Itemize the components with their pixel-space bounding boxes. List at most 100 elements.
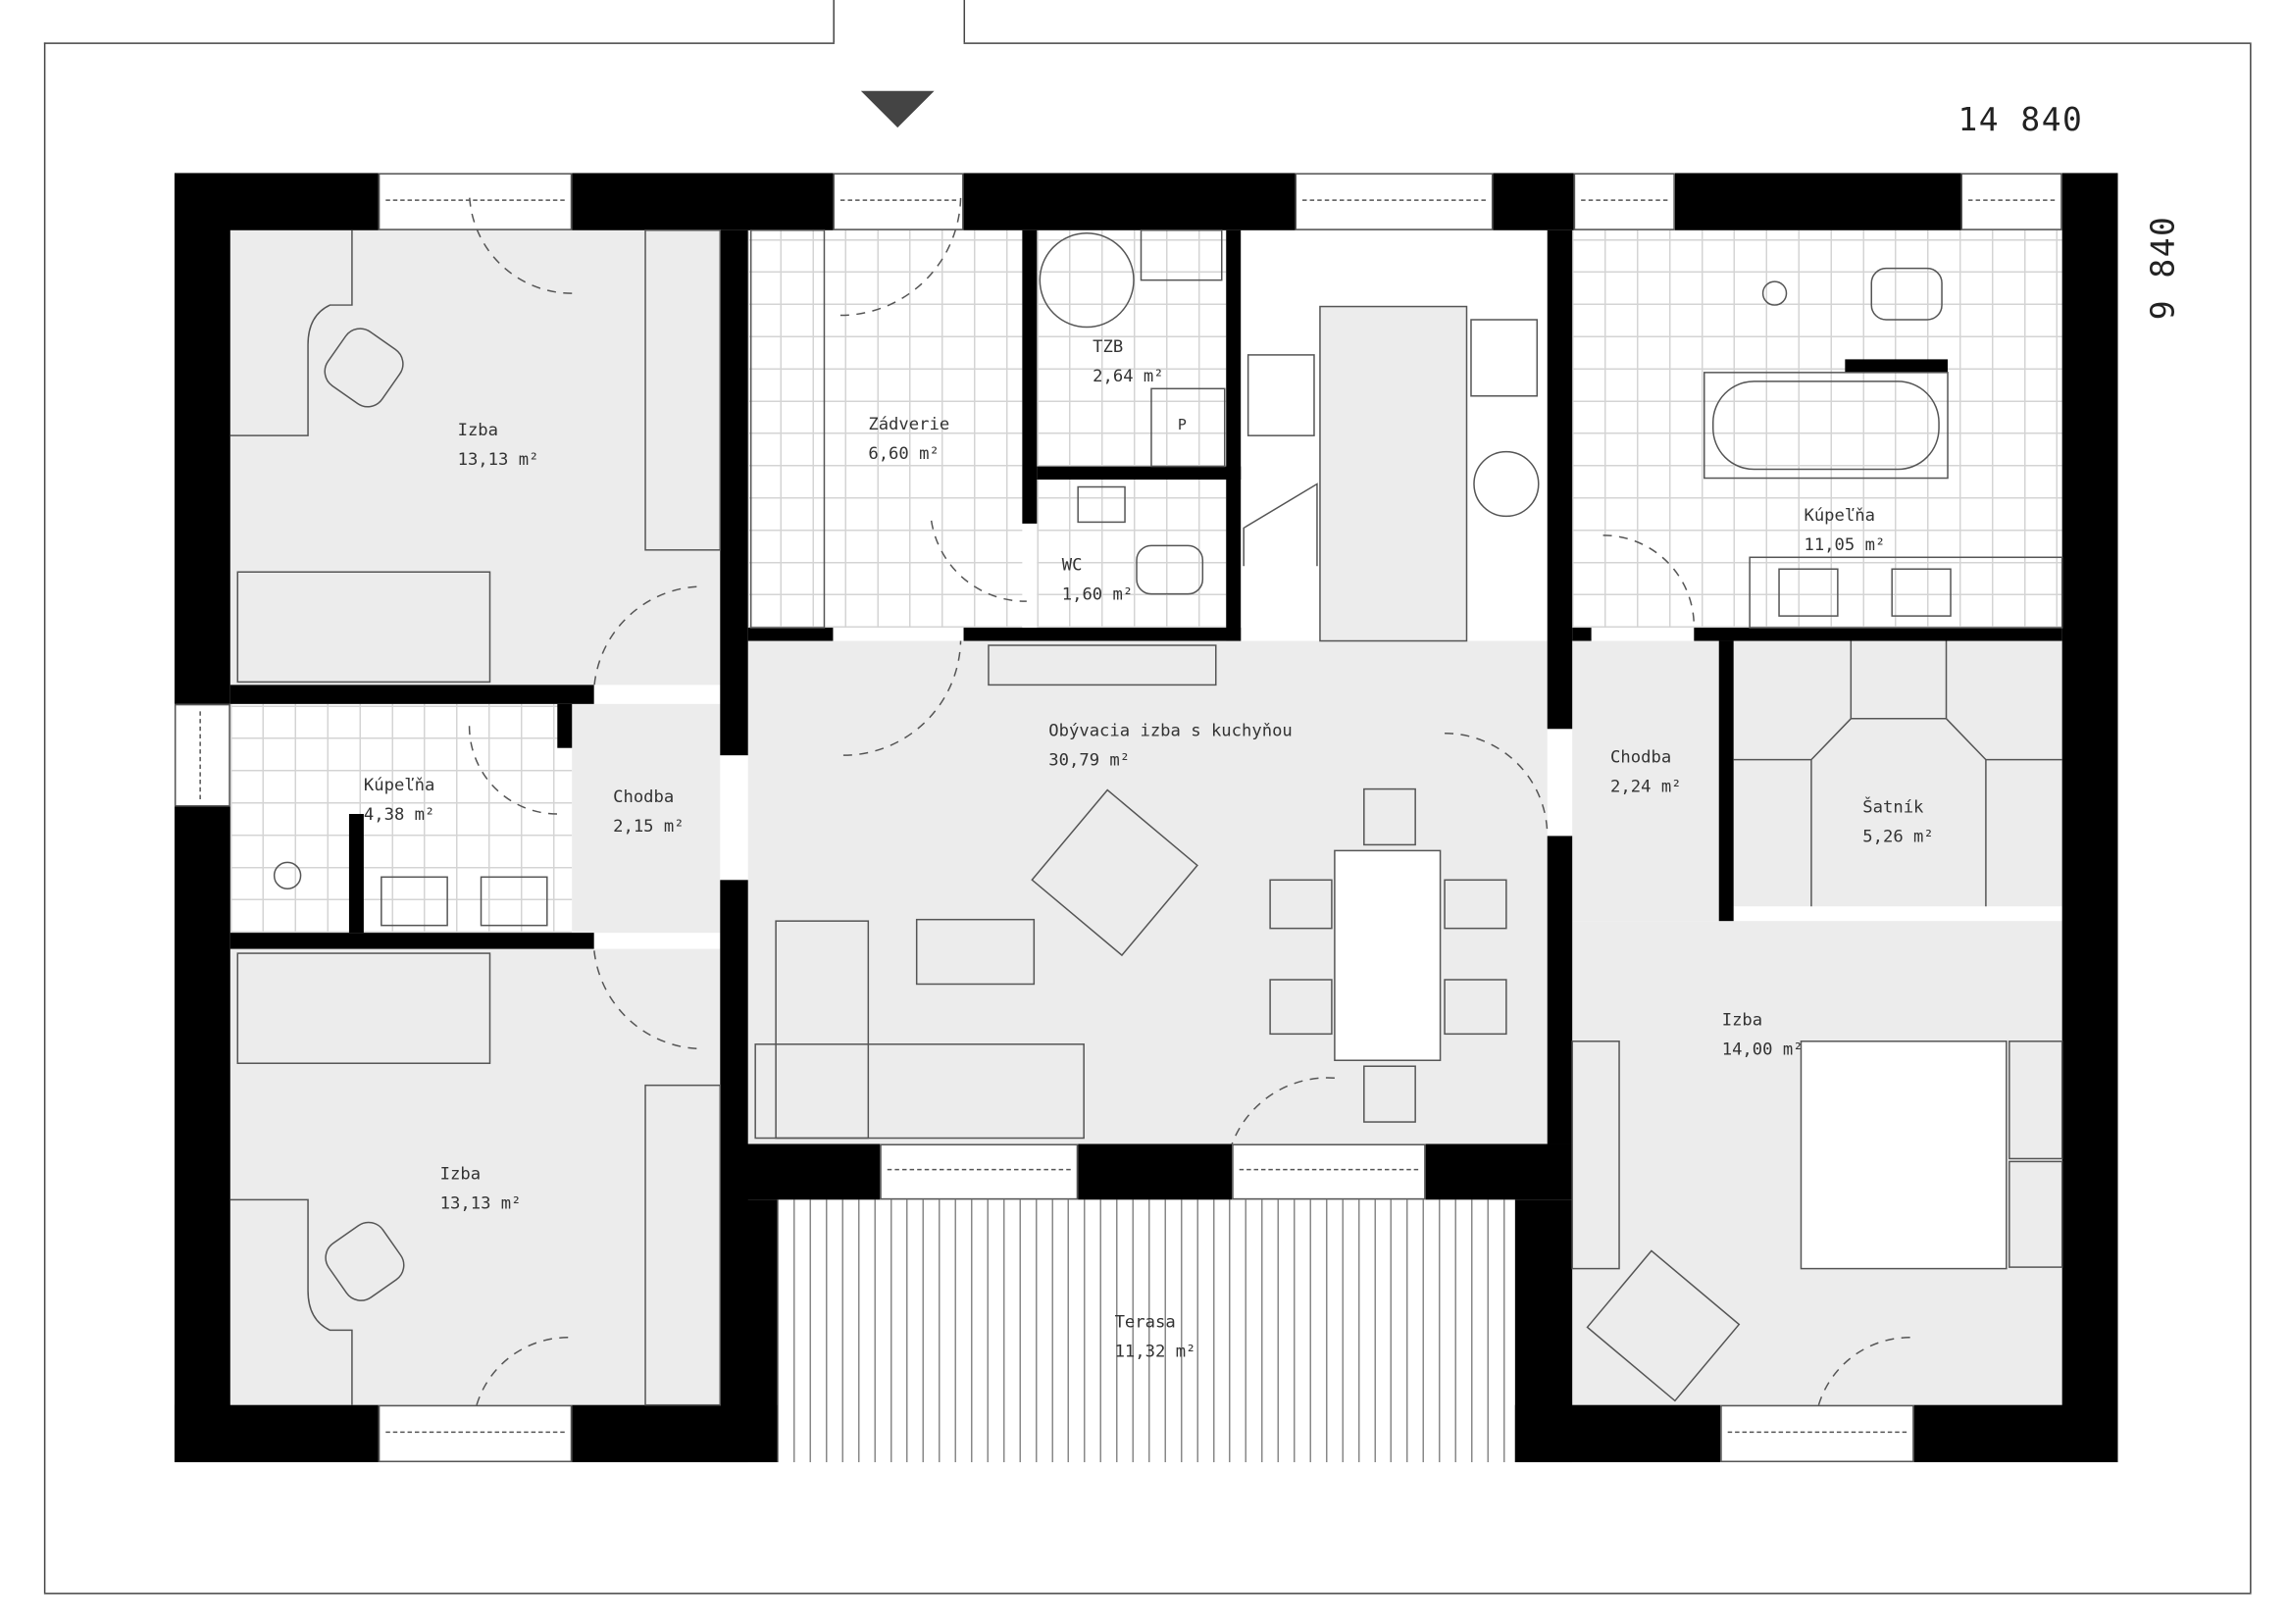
door-swing bbox=[592, 948, 697, 1050]
door-swing bbox=[1445, 733, 1549, 837]
wall-interior bbox=[1547, 229, 1573, 730]
wall-interior bbox=[1694, 628, 2062, 641]
room-kupelna-small[interactable] bbox=[229, 703, 573, 934]
dining-chairs bbox=[1269, 787, 1507, 1123]
site-boundary-line bbox=[963, 0, 966, 43]
double-bed bbox=[1800, 1040, 2008, 1270]
door-swing bbox=[1817, 1337, 1914, 1405]
wall-interior bbox=[1037, 466, 1242, 481]
wardrobe bbox=[644, 229, 722, 551]
tzb-cabinet bbox=[1150, 387, 1226, 468]
dresser bbox=[1571, 1040, 1620, 1270]
nightstand bbox=[2008, 1160, 2063, 1268]
wall-interior bbox=[1718, 640, 1734, 922]
vanity bbox=[1749, 556, 2063, 629]
entrance-door-opening[interactable] bbox=[833, 173, 964, 230]
room-izba-bottom-left[interactable] bbox=[229, 948, 721, 1405]
window bbox=[174, 703, 230, 807]
nightstand bbox=[2008, 1040, 2063, 1160]
kitchen-island bbox=[1319, 305, 1468, 642]
sink bbox=[1891, 568, 1952, 617]
sink bbox=[381, 876, 448, 927]
wall-terasa-right bbox=[1514, 1199, 1573, 1463]
room-terasa[interactable] bbox=[777, 1199, 1515, 1463]
triangle-down-icon bbox=[860, 90, 935, 128]
site-boundary-line bbox=[2250, 42, 2252, 1594]
bathtub bbox=[1703, 372, 1949, 480]
room-tzb[interactable] bbox=[1037, 229, 1227, 467]
room-zadverie[interactable] bbox=[747, 229, 1023, 629]
wall-interior bbox=[1226, 229, 1242, 641]
bed-left-bottom bbox=[236, 952, 491, 1064]
wall-interior bbox=[557, 703, 573, 748]
armchair bbox=[1031, 788, 1198, 957]
wardrobe-shelving bbox=[1733, 640, 2062, 907]
shower-head bbox=[273, 861, 302, 890]
wall-left bbox=[174, 173, 230, 1463]
site-boundary-line bbox=[43, 1593, 2252, 1595]
armchair bbox=[1586, 1249, 1741, 1402]
tv-stand bbox=[988, 644, 1217, 686]
wall-interior bbox=[229, 933, 594, 949]
door-swing bbox=[930, 520, 1027, 602]
wall-interior bbox=[348, 814, 364, 934]
office-chair bbox=[324, 328, 404, 408]
bathtub-basin bbox=[1711, 381, 1940, 471]
sink bbox=[480, 876, 548, 927]
room-wc[interactable] bbox=[1037, 480, 1227, 629]
shoe-cabinet bbox=[749, 229, 826, 629]
door-swing bbox=[592, 585, 697, 689]
door-swing bbox=[1231, 1077, 1335, 1144]
site-boundary-line bbox=[43, 42, 835, 44]
room-satnik[interactable] bbox=[1733, 640, 2062, 907]
window bbox=[1295, 173, 1494, 230]
width-dimension: 14 840 bbox=[1958, 102, 2084, 140]
wardrobe bbox=[644, 1084, 722, 1406]
wall-interior bbox=[229, 685, 594, 704]
room-izba-top-left[interactable] bbox=[229, 229, 721, 685]
site-boundary-line bbox=[43, 42, 46, 1594]
site-boundary-line bbox=[963, 42, 2251, 44]
shower-head bbox=[1761, 280, 1788, 306]
wall-living-bottom bbox=[720, 1143, 1573, 1200]
room-kupelna-large[interactable] bbox=[1572, 229, 2062, 629]
door-swing bbox=[1602, 534, 1696, 629]
terrace-door[interactable] bbox=[1232, 1143, 1426, 1200]
door-swing bbox=[842, 640, 962, 756]
wall-interior bbox=[1547, 836, 1573, 1144]
window bbox=[880, 1143, 1079, 1200]
room-chodba-left[interactable] bbox=[572, 703, 721, 934]
door-swing bbox=[476, 1337, 573, 1405]
tzb-unit-label: P bbox=[1177, 418, 1187, 434]
toilet bbox=[1870, 267, 1943, 321]
wall-right bbox=[2061, 173, 2118, 1463]
sofa bbox=[754, 1043, 1085, 1140]
wall-terasa-left bbox=[720, 1199, 778, 1463]
wall-interior bbox=[1845, 359, 1949, 373]
window bbox=[1573, 173, 1675, 230]
coffee-table bbox=[915, 918, 1036, 986]
site-boundary-line bbox=[833, 0, 835, 43]
window bbox=[378, 1404, 573, 1463]
desk bbox=[229, 1198, 353, 1405]
room-chodba-right[interactable] bbox=[1572, 640, 1719, 922]
window bbox=[378, 173, 573, 230]
door-swing bbox=[468, 726, 558, 815]
wall-interior bbox=[1022, 229, 1038, 524]
wall-interior bbox=[963, 628, 1242, 641]
wall-interior bbox=[1572, 628, 1592, 641]
bed-left-top bbox=[236, 571, 491, 684]
